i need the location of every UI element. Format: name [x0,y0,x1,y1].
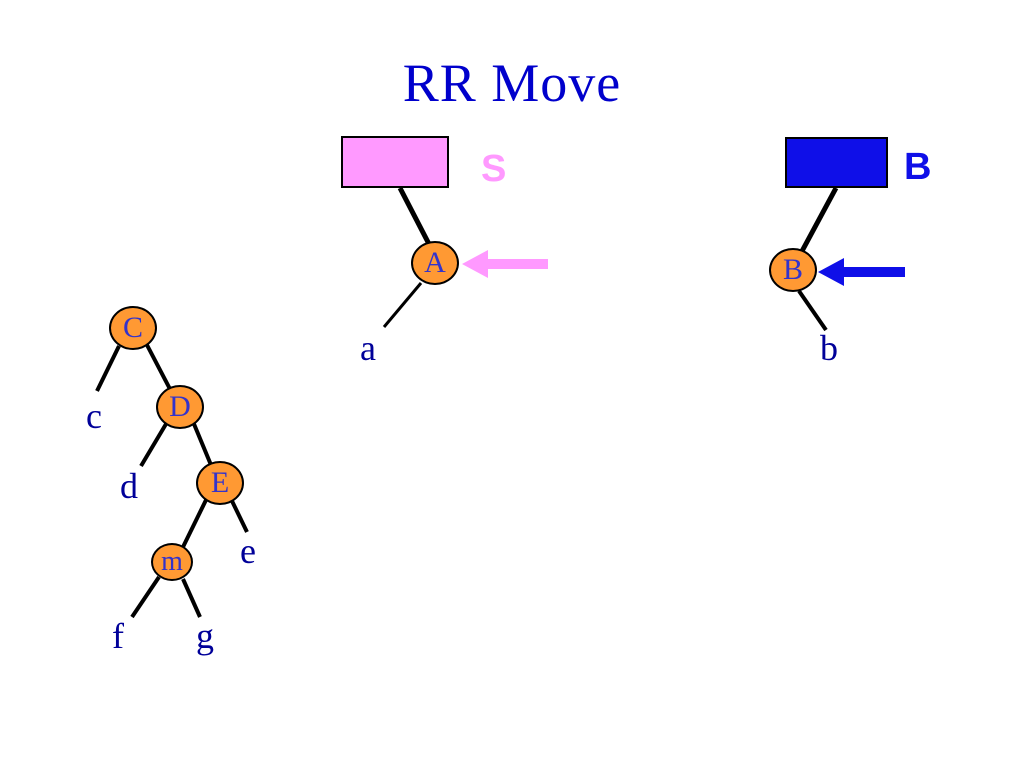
edge-m-to-leaf-g [181,578,202,618]
edge-c-to-leaf-c [95,345,121,392]
edge-e-to-leaf-e [230,500,249,533]
leaf-f: f [112,616,124,656]
subtree-s-box [341,136,449,188]
edge-b-to-leaf-b [797,289,828,332]
node-c: C [109,306,157,350]
subtree-b-label: B [904,146,932,188]
edge-sbox-to-a [397,186,433,248]
edge-m-to-leaf-f [130,575,161,619]
edge-e-to-m [181,499,208,548]
leaf-d: d [120,466,138,506]
edge-a-to-leaf-a [382,282,423,328]
leaf-g: g [196,616,214,656]
edge-d-to-leaf-d [139,422,168,468]
edge-bbox-to-b [798,186,839,255]
subtree-b-box [785,137,888,188]
node-b: B [769,248,817,292]
node-d: D [156,385,204,429]
subtree-s-label: S [481,148,507,190]
edge-c-to-d [145,344,173,392]
b-pointer-arrow-icon [818,258,905,286]
leaf-b: b [820,328,838,368]
leaf-c: c [86,396,102,436]
node-e: E [196,461,244,505]
s-pointer-arrow-icon [462,250,548,278]
leaf-a: a [360,328,376,368]
node-a: A [411,241,459,285]
leaf-e: e [240,531,256,571]
edge-d-to-e [192,423,213,466]
page-title: RR Move [402,53,622,113]
node-m: m [151,543,193,581]
